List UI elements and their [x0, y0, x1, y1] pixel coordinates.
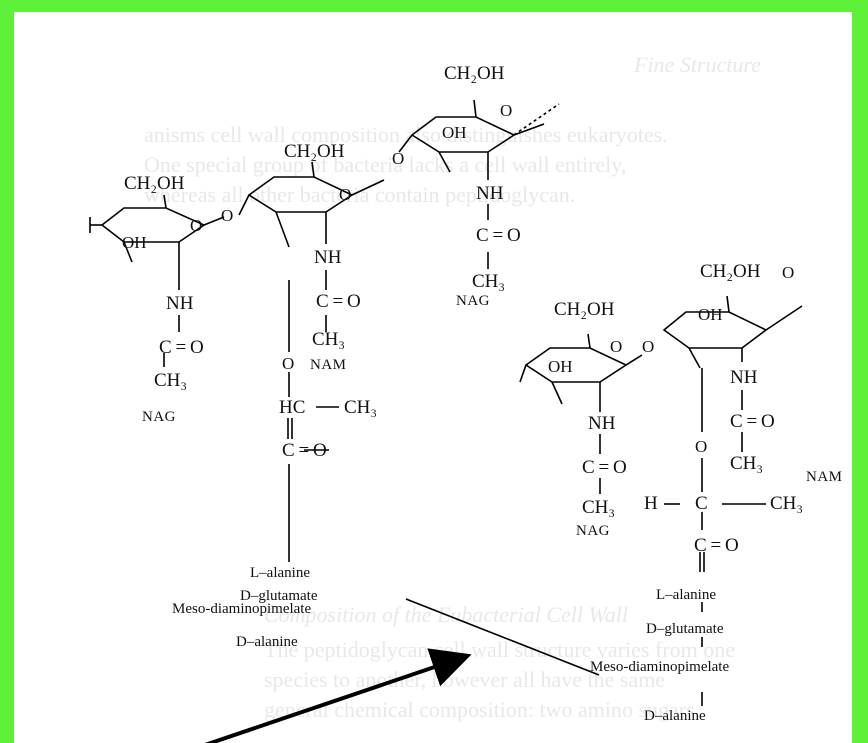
nag-label: NAG — [456, 293, 490, 309]
background-line: anisms cell wall composition also distin… — [144, 122, 668, 147]
nag-label: NAG — [576, 523, 610, 539]
oh-label: OH — [698, 305, 723, 324]
nag-label: NAG — [142, 409, 176, 425]
carbonyl-label: C = O — [476, 225, 521, 246]
ch3-label: CH₃ — [770, 493, 804, 514]
nh-label: NH — [476, 183, 504, 204]
nh-label: NH — [314, 247, 342, 268]
ring-oxygen-label: O — [339, 185, 352, 204]
background-line: One special group of bacteria lacks a ce… — [144, 152, 627, 177]
nh-label: NH — [588, 413, 616, 434]
carbonyl-label: C = O — [582, 457, 627, 478]
glycosidic-oxygen-label: O — [392, 149, 405, 168]
right-l-alanine: L–alanine — [656, 587, 716, 603]
carbonyl-label: C = O — [694, 535, 739, 556]
ch3-label: CH₃ — [344, 397, 378, 418]
oh-label: OH — [122, 233, 147, 252]
right-d-alanine: D–alanine — [644, 708, 706, 724]
ch2oh-label: CH₂OH — [284, 141, 345, 162]
ch2oh-label: CH₂OH — [700, 261, 761, 282]
ch3-label: CH₃ — [472, 271, 506, 292]
background-line: whereas all other bacteria contain pepti… — [144, 182, 576, 207]
ether-oxygen-label: O — [695, 437, 708, 456]
figure-page: Fine Structure anisms cell wall composit… — [14, 12, 852, 743]
glycosidic-oxygen-label: O — [221, 206, 234, 225]
carbonyl-label: C = O — [316, 291, 361, 312]
peptidoglycan-bonds — [89, 99, 803, 743]
ch2oh-label: CH₂OH — [554, 299, 615, 320]
c-label: C — [695, 493, 708, 514]
right-meso-diaminopimelate: Meso-diaminopimelate — [590, 659, 730, 675]
oh-label: OH — [442, 123, 467, 142]
glycosidic-oxygen-label: O — [642, 337, 655, 356]
ch3-label: CH₃ — [154, 370, 188, 391]
nh-label: NH — [166, 293, 194, 314]
ring-oxygen-label: O — [610, 337, 623, 356]
nh-label: NH — [730, 367, 758, 388]
carbonyl-label: C = O — [159, 337, 204, 358]
background-line: Composition of the Eubacterial Cell Wall — [264, 602, 629, 627]
left-meso-diaminopimelate-text: Meso-diaminopimelate — [172, 601, 312, 617]
ch3-label: CH₃ — [312, 329, 346, 350]
ch3-label: CH₃ — [730, 453, 764, 474]
nam-label: NAM — [806, 469, 843, 485]
ring-oxygen-label: O — [782, 263, 795, 282]
ch2oh-label: CH₂OH — [124, 173, 185, 194]
ch2oh-label: CH₂OH — [444, 63, 505, 84]
hc-label: HC — [279, 397, 306, 418]
background-line: general chemical composition: two amino … — [264, 697, 701, 722]
left-d-alanine: D–alanine — [236, 634, 298, 650]
h-label: H — [644, 493, 658, 514]
background-heading: Fine Structure — [634, 52, 761, 77]
ch3-label: CH₃ — [582, 497, 616, 518]
right-d-glutamate: D–glutamate — [646, 621, 724, 637]
carbonyl-label: C = O — [730, 411, 775, 432]
ring-oxygen-label: O — [500, 101, 513, 120]
nam-label: NAM — [310, 357, 347, 373]
ring-oxygen-label: O — [190, 216, 203, 235]
ether-oxygen-label: O — [282, 354, 295, 373]
left-l-alanine: L–alanine — [250, 565, 310, 581]
left-d-glutamate: D–glutamate — [240, 588, 318, 604]
oh-label: OH — [548, 357, 573, 376]
carbonyl-label: C = O — [282, 440, 327, 461]
